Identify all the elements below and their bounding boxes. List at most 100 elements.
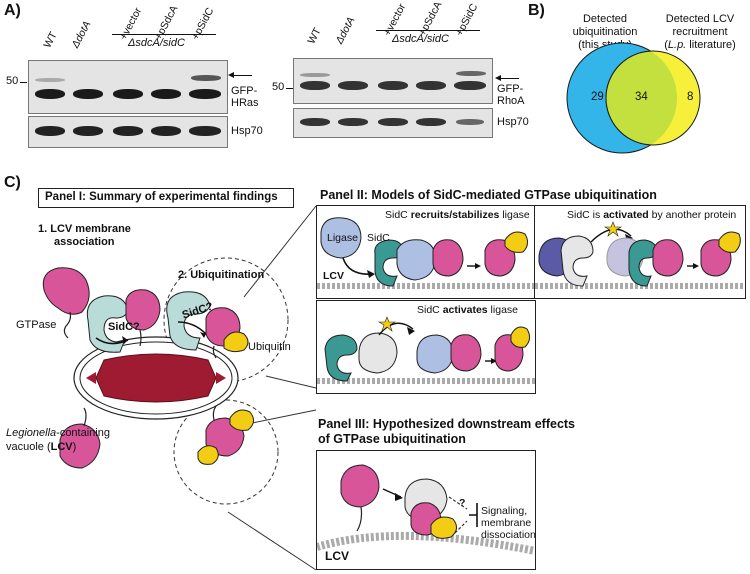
band [378, 81, 408, 90]
panel2-box-recruits: SidC recruits/stabilizes ligase Ligase S… [316, 205, 536, 299]
ubiquitin [229, 409, 254, 431]
panel3-effect-3: dissociation [481, 529, 536, 541]
band [338, 118, 368, 126]
panel2-box-activates: SidC activates ligase [316, 300, 536, 394]
ubiquitin [430, 516, 457, 539]
venn-left-title-1: Detected [582, 13, 628, 25]
ubiquitin-label: Ubiquitin [248, 341, 291, 353]
band [73, 89, 103, 99]
band-faint [300, 73, 330, 77]
panel-c-label: C) [4, 174, 21, 191]
band [113, 89, 143, 99]
band-upper [191, 75, 221, 81]
venn-overlap-count: 34 [635, 91, 648, 103]
band [151, 126, 181, 136]
sidc [628, 239, 658, 287]
box1-ligase-label: Ligase [327, 232, 358, 244]
blot-gfp-hras [28, 60, 228, 114]
sidc [374, 239, 404, 287]
gtpase [450, 334, 482, 372]
panel3-lcv-label: LCV [325, 549, 349, 563]
panel3-effect-2: membrane [481, 517, 532, 529]
panel2-title: Panel II: Models of SidC-mediated GTPase… [320, 188, 657, 202]
step2-label: 2. Ubiquitination [178, 269, 265, 281]
box1-sidc-label: SidC [367, 232, 390, 244]
sidc-ghost [166, 291, 211, 351]
box2-caption: SidC is activated by another protein [567, 209, 737, 221]
star-icon [377, 316, 397, 332]
ubiquitin [718, 231, 741, 253]
gtpase [340, 464, 380, 508]
zoom-circle-downstream [173, 399, 279, 505]
venn-left-title-2: ubiquitination [572, 26, 638, 38]
band [416, 118, 446, 126]
step1-label-1: 1. LCV membrane [38, 223, 131, 235]
mutant-label: ΔsdcA/sidC [128, 37, 185, 49]
blot-hsp70-left [28, 116, 228, 148]
ligase [320, 217, 362, 259]
target-label-hras-2: HRas [231, 97, 259, 109]
box1-lcv-label: LCV [323, 270, 344, 282]
gtpase [59, 423, 101, 469]
star-icon [603, 221, 623, 237]
panel3-question: ? [459, 497, 466, 509]
gtpase [432, 239, 464, 277]
ligase [396, 239, 436, 281]
band [338, 81, 368, 90]
loading-label-right: Hsp70 [497, 116, 529, 128]
ubiquitin [197, 445, 219, 465]
loading-label-left: Hsp70 [231, 125, 263, 137]
mw-marker-left: 50 [6, 75, 19, 87]
lcv-label-1: Legionella-containing [6, 427, 110, 439]
venn-right-title-1: Detected LCV [665, 13, 735, 25]
ubiquitin [223, 331, 249, 353]
panel3-effect-1: Signaling, [481, 505, 528, 517]
mw-tick-left [20, 82, 27, 83]
ligase-inactive [358, 332, 398, 374]
band [113, 126, 143, 136]
box3-diagram [317, 316, 535, 384]
panel2-box-activated: SidC is activated by another protein [534, 205, 746, 299]
blot-gfp-rhoa [293, 58, 493, 104]
band [35, 89, 65, 99]
panel3-title-2: of GTPase ubiquitination [318, 432, 466, 446]
box1-caption: SidC recruits/stabilizes ligase [385, 209, 530, 221]
sidc-question-1: SidC? [108, 321, 140, 333]
venn-right-title-2: recruitment [672, 26, 728, 38]
arrow-left-shaft [232, 75, 252, 76]
gtpase-label: GTPase [16, 319, 57, 331]
panel3-diagram [317, 464, 535, 555]
band [454, 81, 486, 90]
panel1-title: Panel I: Summary of experimental finding… [45, 191, 278, 203]
venn-right-only-count: 8 [687, 91, 694, 103]
target-label-rhoa-2: RhoA [497, 95, 525, 107]
band [189, 126, 221, 136]
gtpase [125, 289, 161, 331]
target-label-rhoa-1: GFP- [497, 83, 524, 95]
box2-diagram [535, 221, 745, 289]
box3-caption: SidC activates ligase [417, 304, 518, 316]
panel-b-label: B) [528, 2, 545, 19]
zoom-circle-ubiquitination [163, 257, 289, 383]
box1-diagram [317, 217, 535, 289]
band [300, 81, 330, 90]
panel-a-label: A) [4, 2, 21, 19]
ubiquitin [510, 326, 531, 348]
band [35, 126, 65, 136]
band-upper [456, 71, 486, 76]
band [300, 118, 330, 126]
step1-label-2: association [54, 236, 115, 248]
arrow-left-head [228, 72, 234, 78]
mw-tick-right [286, 88, 293, 89]
gtpase [652, 239, 684, 277]
blot-hsp70-right [293, 108, 493, 138]
band [189, 89, 221, 99]
venn-left-only-count: 29 [591, 91, 604, 103]
mutant-label: ΔsdcA/sidC [392, 33, 449, 45]
ligase [416, 334, 454, 374]
band-faint [35, 78, 65, 82]
band [416, 81, 446, 90]
band [378, 118, 408, 126]
arrow-right-head [495, 75, 501, 81]
